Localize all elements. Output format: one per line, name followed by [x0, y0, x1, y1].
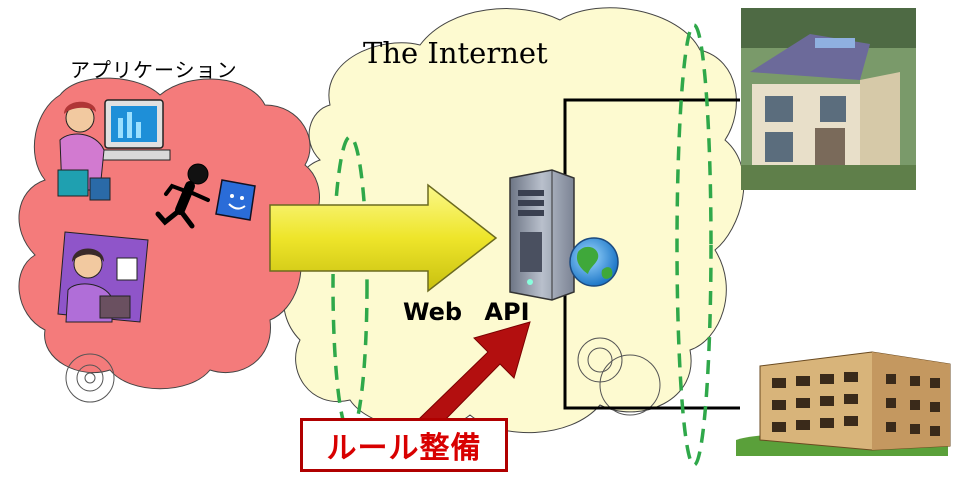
web-api-label: Web API: [403, 298, 530, 326]
rule-label-box: ルール整備: [300, 418, 508, 472]
running-person-icon: [155, 163, 210, 229]
yellow-arrow: [269, 183, 498, 293]
server-icon: [509, 169, 575, 301]
application-cloud-puffs: [65, 353, 115, 403]
red-arrow: [419, 321, 531, 426]
house-photo: [741, 8, 916, 190]
tablet-user-icon: [57, 231, 149, 323]
internet-cloud-puffs: [577, 337, 661, 416]
smiley-icon: [215, 179, 256, 221]
apartment-icon: [736, 351, 951, 456]
dashed-ring-right: [675, 23, 713, 467]
internet-label: The Internet: [363, 36, 548, 70]
rule-label: ルール整備: [326, 431, 482, 466]
application-label: アプリケーション: [70, 58, 238, 82]
pc-user-icon: [57, 99, 171, 201]
globe-icon: [569, 237, 619, 287]
